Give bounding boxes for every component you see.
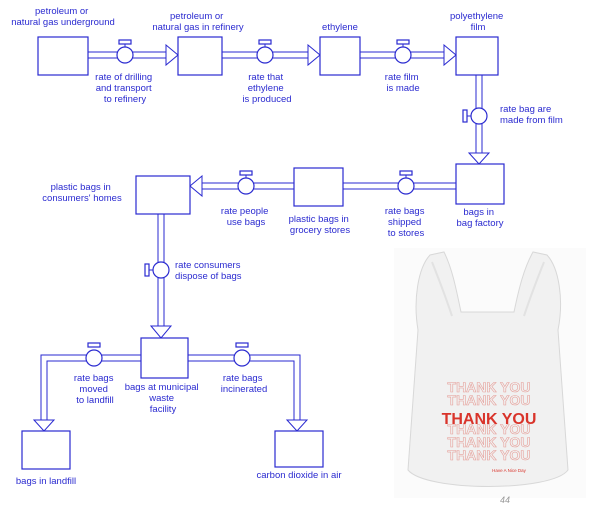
plastic-bag-photo: THANK YOU THANK YOU THANK YOU THANK YOU …: [394, 248, 586, 505]
valve-ethylene-produced-icon: [256, 39, 274, 64]
bag-small-text: Have A Nice Day: [492, 468, 527, 473]
label-consumers-dispose: rate consumers dispose of bags: [175, 260, 243, 282]
valve-moved-landfill-icon: [85, 342, 103, 367]
stock-polyethylene-film: [455, 36, 499, 76]
page-number: 44: [500, 495, 510, 505]
label-bags-landfill: bags in landfill: [16, 476, 76, 487]
flow-pipe-moved-landfill: [32, 354, 141, 432]
valve-incinerated-icon: [233, 342, 251, 367]
label-ethylene-produced: rate that ethylene is produced: [242, 72, 291, 105]
valve-people-use-icon: [237, 170, 255, 195]
label-carbon-dioxide: carbon dioxide in air: [256, 470, 341, 481]
bag-text-outline-4: THANK YOU: [448, 421, 531, 437]
label-polyethylene-film: polyethylene film: [450, 11, 506, 33]
valve-bags-made-icon: [462, 107, 488, 125]
label-bags-shipped: rate bags shipped to stores: [385, 206, 427, 239]
label-bags-made: rate bag are made from film: [500, 104, 563, 126]
stock-bags-consumers: [135, 175, 191, 215]
bag-text-outline-5: THANK YOU: [448, 434, 531, 450]
label-film-made: rate film is made: [385, 72, 421, 94]
label-bags-factory: bags in bag factory: [457, 207, 504, 229]
stock-bags-grocery: [293, 167, 344, 207]
bag-text-main: THANK YOU: [442, 411, 537, 428]
label-incinerated: rate bags incinerated: [221, 373, 267, 395]
label-bags-grocery: plastic bags in grocery stores: [289, 214, 352, 236]
label-petroleum-underground: petroleum or natural gas underground: [11, 6, 115, 28]
valve-consumers-dispose-icon: [144, 261, 170, 279]
label-bags-municipal: bags at municipal waste facility: [125, 382, 202, 415]
label-petroleum-refinery: petroleum or natural gas in refinery: [152, 11, 244, 33]
stock-bags-municipal: [140, 337, 189, 379]
label-people-use: rate people use bags: [221, 206, 271, 228]
flow-pipe-bags-shipped: [330, 174, 457, 198]
stock-ethylene: [319, 36, 361, 76]
label-ethylene: ethylene: [322, 22, 358, 33]
stock-bags-landfill: [21, 430, 71, 470]
stock-petroleum-underground: [37, 36, 89, 76]
stock-petroleum-refinery: [177, 36, 223, 76]
label-moved-landfill: rate bags moved to landfill: [74, 373, 116, 406]
stock-bags-factory: [455, 163, 505, 205]
bag-body: [407, 251, 569, 487]
bag-text-outline-2: THANK YOU: [448, 392, 531, 408]
valve-film-made-icon: [394, 39, 412, 64]
bag-text-outline-1: THANK YOU: [448, 379, 531, 395]
label-bags-consumers: plastic bags in consumers' homes: [42, 182, 122, 204]
valve-drilling-icon: [116, 39, 134, 64]
flow-pipe-incinerated: [188, 354, 309, 432]
label-drilling: rate of drilling and transport to refine…: [95, 72, 155, 105]
stock-carbon-dioxide: [274, 430, 324, 468]
valve-bags-shipped-icon: [397, 170, 415, 195]
bag-text-outline-6: THANK YOU: [448, 447, 531, 463]
